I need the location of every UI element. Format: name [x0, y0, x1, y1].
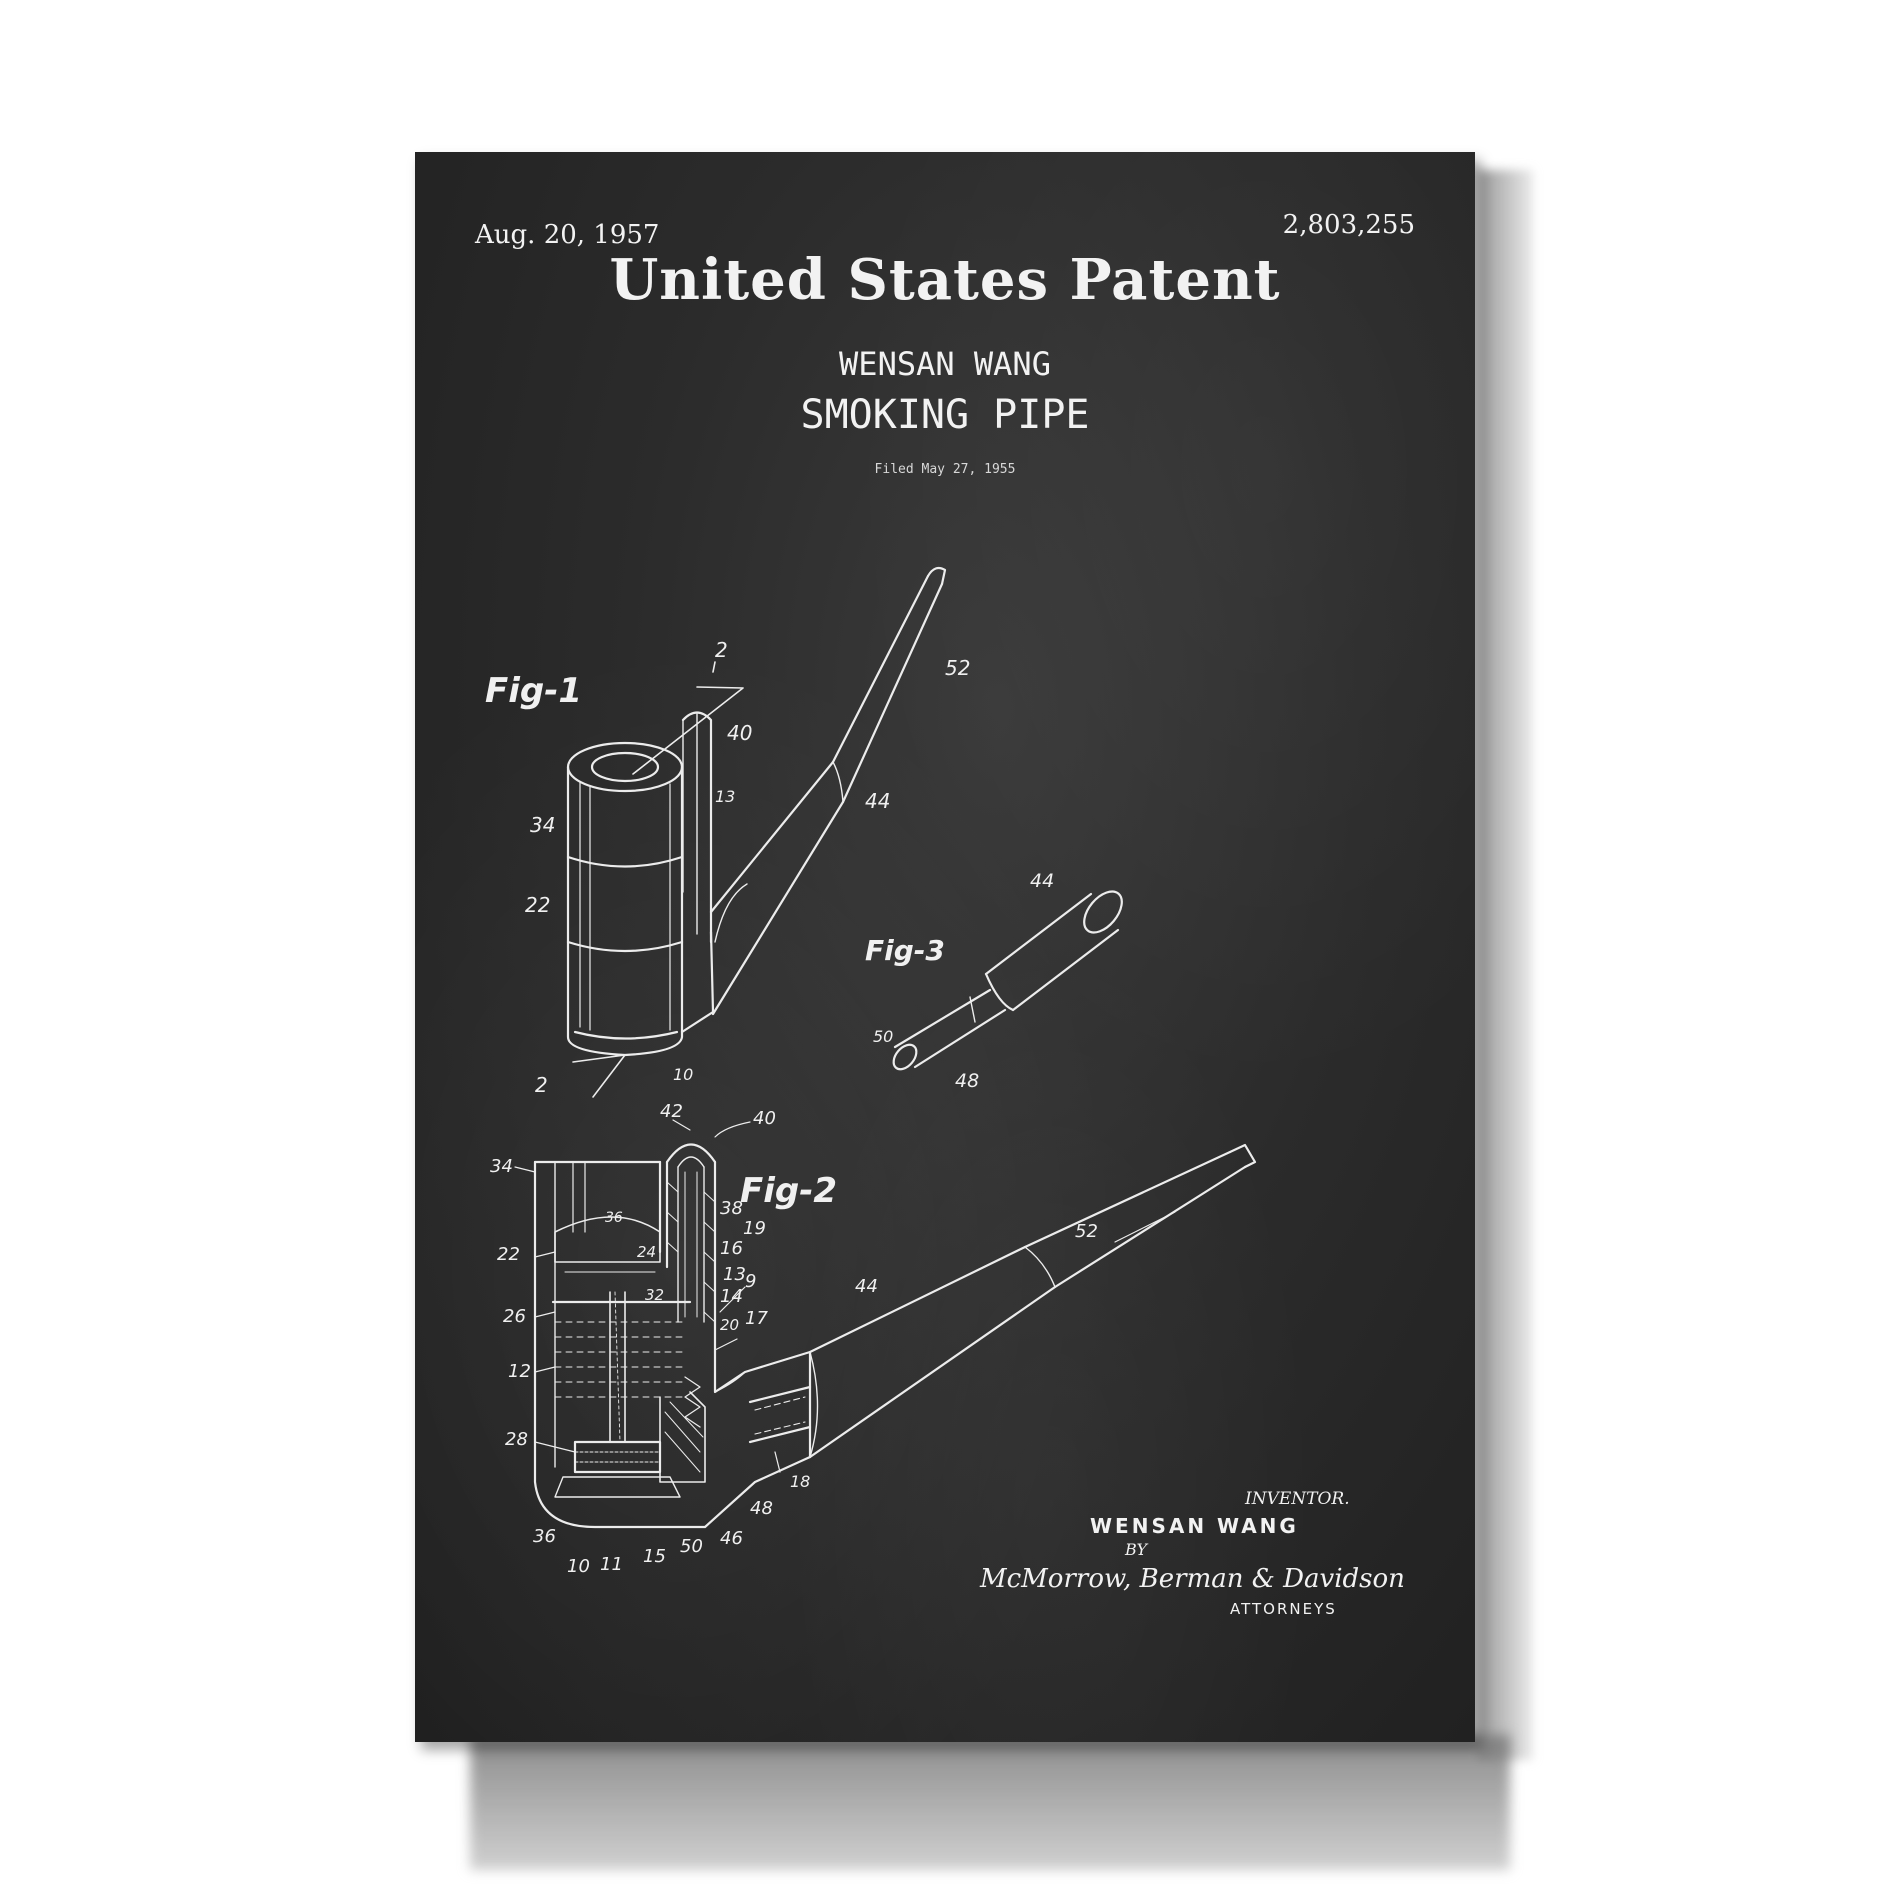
- fig1-bowl-body: [566, 765, 684, 1057]
- fig2-label: 38: [720, 1198, 743, 1219]
- patent-canvas-print: Aug. 20, 1957 2,803,255 United States Pa…: [415, 152, 1475, 1742]
- fig3-label: 48: [955, 1070, 979, 1092]
- fig3-title: Fig-3: [865, 934, 945, 967]
- inventor-name: WENSAN WANG: [839, 345, 1051, 383]
- fig1-title: Fig-1: [485, 671, 582, 711]
- canvas-side-shadow: [1478, 170, 1533, 1760]
- fig2-label: 10: [567, 1556, 590, 1577]
- fig2-label: 12: [508, 1361, 531, 1382]
- fig1-drawing: [566, 566, 947, 1098]
- fig1-mouthpiece: [831, 574, 944, 804]
- signature-by: BY: [1125, 1540, 1148, 1559]
- invention-title: SMOKING PIPE: [800, 392, 1090, 438]
- fig2-label: 44: [855, 1276, 878, 1297]
- filed-date: Filed May 27, 1955: [874, 462, 1016, 477]
- fig3-label: 50: [873, 1027, 893, 1046]
- fig2-label: 14: [720, 1286, 743, 1307]
- fig1-bowl-band-bottom: [566, 940, 684, 953]
- fig2-label: 9: [745, 1271, 756, 1292]
- fig1-shank: [680, 930, 715, 1034]
- fig1-bowl-base-line: [573, 1030, 679, 1040]
- fig2-label: 19: [743, 1218, 766, 1239]
- fig2-label: 48: [750, 1498, 773, 1519]
- fig2-label: 17: [745, 1308, 768, 1329]
- canvas-wall-shadow: [470, 1735, 1510, 1870]
- fig1-label: 34: [530, 813, 555, 837]
- fig2-label: 40: [753, 1108, 776, 1129]
- fig2-label: 34: [490, 1156, 513, 1177]
- fig2-label: 22: [497, 1244, 520, 1265]
- fig2-label: 36: [533, 1526, 556, 1547]
- fig2-label: 42: [660, 1101, 683, 1122]
- fig2-outer-wall: [533, 1160, 812, 1529]
- fig2-label: 13: [723, 1264, 746, 1285]
- patent-date: Aug. 20, 1957: [475, 220, 660, 250]
- fig2-mouthpiece: [1023, 1150, 1247, 1289]
- fig1-label: 40: [727, 721, 752, 745]
- fig2-stem: [808, 1245, 1057, 1459]
- fig2-label: 15: [643, 1546, 666, 1567]
- fig1-label: 2: [715, 638, 728, 662]
- fig2-label: 20: [720, 1316, 739, 1334]
- fig1-label: 2: [535, 1073, 548, 1097]
- fig2-bowl-insert: [554, 1216, 661, 1263]
- fig1-bowl-opening: [590, 751, 660, 783]
- fig2-label: 52: [1075, 1221, 1098, 1242]
- fig2-label: 50: [680, 1536, 703, 1557]
- fig2-label: 18: [790, 1472, 810, 1491]
- fig2-label: 24: [637, 1243, 656, 1261]
- fig2-label: 46: [720, 1528, 743, 1549]
- fig3-drawing: [892, 890, 1123, 1071]
- fig1-stem: [709, 760, 845, 1016]
- fig2-chimney-top: [665, 1143, 717, 1164]
- fig2-label: 11: [600, 1554, 623, 1575]
- fig1-bowl-band-top: [566, 855, 684, 868]
- fig1-label: 13: [715, 787, 735, 806]
- patent-number: 2,803,255: [1282, 210, 1415, 240]
- fig1-chimney: [681, 711, 713, 944]
- fig2-filter-block: [573, 1440, 662, 1474]
- patent-drawing: Fig-1 Fig-2 Fig-3 2 52 40 13 44 34 22 2 …: [485, 566, 1257, 1577]
- fig2-label: 32: [645, 1286, 664, 1304]
- fig2-label: 28: [505, 1429, 528, 1450]
- fig2-label: 36: [605, 1210, 623, 1226]
- fig2-label: 26: [503, 1306, 526, 1327]
- signature-attorneys-names: McMorrow, Berman & Davidson: [980, 1564, 1405, 1594]
- fig2-label: 16: [720, 1238, 743, 1259]
- fig3-stem-sleeve: [984, 892, 1120, 1012]
- fig1-bowl-rim: [566, 741, 684, 793]
- signature-inventor-name: WENSAN WANG: [1090, 1514, 1299, 1538]
- fig2-title: Fig-2: [740, 1171, 837, 1211]
- fig3-tenon: [893, 988, 1007, 1069]
- fig1-label: 44: [865, 789, 890, 813]
- fig2-drawing: [514, 1119, 1257, 1529]
- fig1-label: 10: [673, 1065, 693, 1084]
- signature-attorneys-label: ATTORNEYS: [1230, 1600, 1337, 1618]
- fig3-label: 44: [1030, 870, 1054, 892]
- patent-title: United States Patent: [609, 247, 1281, 313]
- signature-inventor-label: INVENTOR.: [1245, 1489, 1350, 1509]
- fig1-label: 52: [945, 656, 970, 680]
- fig1-label: 22: [525, 893, 550, 917]
